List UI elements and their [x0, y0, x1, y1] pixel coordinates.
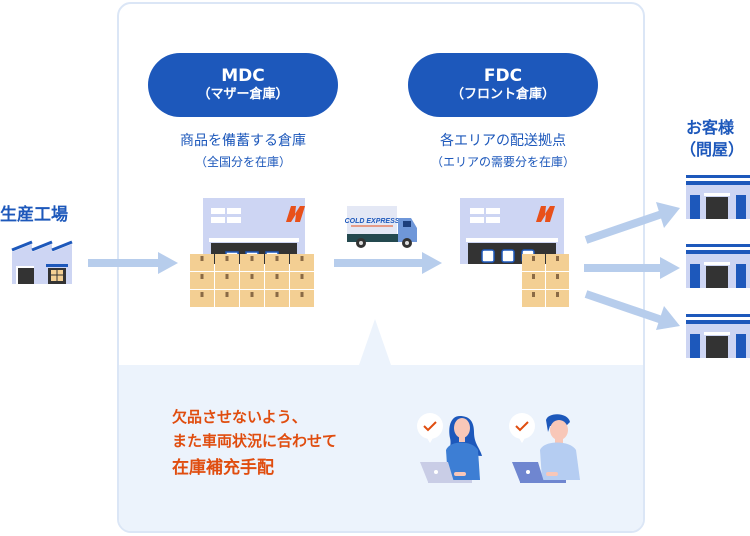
- customer-store-icon: [686, 244, 750, 288]
- truck-icon: COLD EXPRESS: [345, 206, 417, 248]
- cardboard-box: [190, 290, 214, 307]
- fdc-warehouse-icon: [460, 198, 569, 307]
- customer-store-icon: [686, 175, 750, 219]
- box-tape: [556, 256, 559, 261]
- cardboard-box: [522, 254, 545, 271]
- callout-line1: 欠品させないよう、: [172, 408, 307, 426]
- box-tape: [200, 274, 204, 279]
- arrow-factory-to-mdc: [88, 252, 178, 274]
- fdc-note: （エリアの需要分を在庫）: [430, 155, 575, 169]
- box-tape: [250, 292, 254, 297]
- cardboard-box: [190, 254, 214, 271]
- check-icon: [515, 421, 529, 432]
- customers-label-line2: （問屋）: [680, 140, 745, 159]
- box-tape: [532, 256, 535, 261]
- cardboard-box: [546, 290, 569, 307]
- mdc-warehouse-icon: [190, 198, 314, 307]
- cardboard-box: [190, 272, 214, 289]
- cardboard-box: [240, 272, 264, 289]
- cardboard-box: [290, 272, 314, 289]
- box-stack: [522, 254, 569, 307]
- fdc-title: FDC: [483, 66, 523, 86]
- logo-icon: [536, 206, 555, 222]
- fdc-badge: FDC （フロント倉庫）: [408, 53, 598, 117]
- logo-icon: [286, 206, 305, 222]
- fdc-description: 各エリアの配送拠点 （エリアの需要分を在庫）: [398, 130, 608, 172]
- cardboard-box: [290, 254, 314, 271]
- mdc-note: （全国分を在庫）: [194, 155, 291, 169]
- cardboard-box: [240, 254, 264, 271]
- cardboard-box: [522, 272, 545, 289]
- cardboard-box: [265, 290, 289, 307]
- mdc-badge: MDC （マザー倉庫）: [148, 53, 338, 117]
- box-tape: [275, 292, 279, 297]
- customers-label-line1: お客様: [686, 118, 735, 137]
- box-tape: [556, 274, 559, 279]
- box-tape: [250, 256, 254, 261]
- arrow-to-customer-1: [584, 202, 680, 244]
- operator-woman-icon: [417, 413, 482, 483]
- box-tape: [225, 256, 229, 261]
- cardboard-box: [215, 254, 239, 271]
- cardboard-box: [215, 290, 239, 307]
- box-tape: [300, 274, 304, 279]
- cardboard-box: [215, 272, 239, 289]
- customers-label: お客様 （問屋）: [680, 117, 744, 161]
- mdc-title: MDC: [221, 66, 265, 86]
- box-tape: [300, 256, 304, 261]
- callout-line2: また車両状況に合わせて: [172, 432, 338, 450]
- box-tape: [250, 274, 254, 279]
- box-tape: [275, 256, 279, 261]
- cardboard-box: [290, 290, 314, 307]
- customer-store-icon: [686, 314, 750, 358]
- mdc-subtitle: （マザー倉庫）: [197, 87, 289, 102]
- box-stack: [190, 254, 314, 307]
- check-bubble: [509, 413, 535, 439]
- mdc-description: 商品を備蓄する倉庫 （全国分を在庫）: [148, 130, 338, 172]
- cardboard-box: [546, 272, 569, 289]
- mdc-description-text: 商品を備蓄する倉庫: [180, 133, 306, 149]
- box-tape: [200, 256, 204, 261]
- arrow-to-customer-3: [584, 290, 680, 330]
- callout-pointer: [359, 319, 391, 365]
- check-bubble: [417, 413, 443, 439]
- fdc-description-text: 各エリアの配送拠点: [440, 133, 566, 149]
- cardboard-box: [546, 254, 569, 271]
- box-tape: [275, 274, 279, 279]
- box-tape: [225, 292, 229, 297]
- cardboard-box: [265, 254, 289, 271]
- box-tape: [225, 274, 229, 279]
- box-tape: [300, 292, 304, 297]
- factory-label: 生産工場: [0, 205, 68, 225]
- factory-icon: [11, 240, 73, 284]
- cardboard-box: [522, 290, 545, 307]
- box-tape: [200, 292, 204, 297]
- arrow-mdc-to-fdc: [334, 252, 442, 274]
- cardboard-box: [240, 290, 264, 307]
- truck-brand: COLD EXPRESS: [345, 218, 400, 225]
- operator-man-icon: [509, 413, 580, 483]
- box-tape: [532, 274, 535, 279]
- check-icon: [423, 421, 437, 432]
- box-tape: [532, 292, 535, 297]
- cardboard-box: [265, 272, 289, 289]
- callout-line3: 在庫補充手配: [172, 458, 274, 478]
- callout-text: 欠品させないよう、 また車両状況に合わせて 在庫補充手配: [172, 405, 337, 483]
- fdc-subtitle: （フロント倉庫）: [450, 87, 555, 102]
- arrow-to-customer-2: [584, 257, 680, 279]
- arrows-to-customers: [584, 202, 680, 330]
- box-tape: [556, 292, 559, 297]
